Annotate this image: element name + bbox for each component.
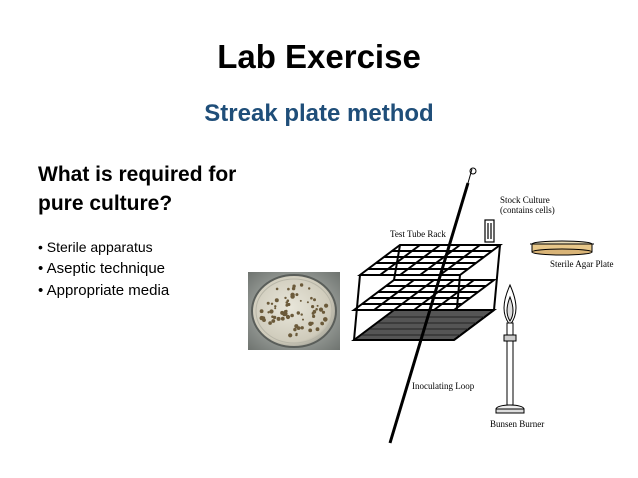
colony-dot	[280, 316, 285, 321]
colony-dot	[285, 303, 289, 307]
colony-dot	[284, 296, 287, 300]
colony-dot	[262, 318, 266, 322]
colony-dot	[300, 313, 303, 316]
bunsen-burner-label: Bunsen Burner	[490, 419, 545, 429]
colony-dot	[294, 324, 299, 329]
colony-dot	[315, 327, 320, 332]
sterile-agar-plate-label: Sterile Agar Plate	[550, 259, 614, 269]
colony-dot	[274, 307, 277, 310]
colony-dot	[292, 284, 296, 288]
colony-dot	[302, 318, 304, 321]
colony-dot	[276, 316, 281, 321]
colony-dot	[271, 319, 276, 323]
colony-dot	[300, 326, 304, 330]
colony-dot	[324, 303, 329, 308]
colony-dot	[269, 309, 274, 314]
colony-dot	[267, 311, 270, 314]
inoculating-loop-icon	[388, 167, 477, 444]
colony-dot	[313, 298, 316, 302]
colony-dot	[299, 299, 302, 302]
colony-dot	[308, 328, 313, 333]
colony-dot	[316, 304, 319, 307]
stock-culture-tube-icon	[484, 219, 495, 243]
colony-dot	[274, 305, 277, 308]
colony-dot	[272, 315, 277, 320]
colony-dot	[259, 309, 264, 314]
test-tube-rack-label: Test Tube Rack	[390, 229, 446, 239]
colony-dot	[288, 333, 293, 338]
list-item: Appropriate media	[38, 280, 170, 302]
streak-plate-apparatus-diagram: Stock Culture (contains cells) Test Tube…	[340, 165, 614, 450]
colony-dot	[290, 292, 295, 297]
colony-dot	[310, 296, 313, 300]
colony-dot	[311, 305, 315, 309]
colony-dot	[323, 317, 328, 322]
question-heading: What is required for pure culture?	[38, 160, 268, 218]
stock-culture-label-line-2: (contains cells)	[500, 205, 555, 215]
colony-dot	[266, 301, 270, 305]
colony-dot	[285, 314, 291, 320]
colony-dot	[275, 287, 279, 291]
list-item: Sterile apparatus	[38, 236, 169, 258]
colony-dot	[299, 283, 304, 287]
list-item: Aseptic technique	[38, 258, 169, 280]
colony-dot	[286, 299, 290, 302]
colony-dot	[306, 301, 309, 304]
question-line-2: pure culture?	[38, 192, 173, 215]
colony-dot	[293, 327, 297, 332]
colony-dot	[310, 321, 314, 325]
colony-dot	[283, 311, 288, 317]
colony-dot	[295, 333, 298, 337]
requirements-list: Sterile apparatus Aseptic technique Appr…	[38, 236, 170, 302]
colony-dot	[268, 321, 272, 325]
apparatus-drawing	[351, 167, 594, 444]
colony-dot	[321, 322, 324, 326]
test-tube-rack-icon	[351, 244, 503, 341]
colony-dot	[315, 308, 318, 311]
slide-subtitle: Streak plate method	[204, 100, 434, 127]
bunsen-burner-icon	[495, 283, 525, 414]
stock-culture-label-line-1: Stock Culture	[500, 195, 550, 205]
stock-culture-label: Stock Culture (contains cells)	[500, 195, 555, 215]
colony-dot	[320, 308, 323, 311]
colony-dot	[296, 311, 300, 315]
colony-dot	[290, 313, 294, 318]
colony-dot	[274, 298, 279, 303]
colony-dot	[295, 293, 299, 297]
question-line-1: What is required for	[38, 163, 237, 186]
colony-dot	[321, 310, 326, 314]
colony-dot	[270, 302, 274, 305]
petri-dish-photo	[248, 272, 340, 350]
inoculating-loop-label: Inoculating Loop	[412, 381, 475, 391]
colony-dot	[308, 287, 311, 290]
colony-dot	[312, 314, 316, 318]
slide-title: Lab Exercise	[217, 38, 421, 75]
sterile-agar-plate-icon	[530, 240, 594, 256]
colony-dot	[287, 287, 290, 291]
colony-dot	[312, 309, 317, 314]
